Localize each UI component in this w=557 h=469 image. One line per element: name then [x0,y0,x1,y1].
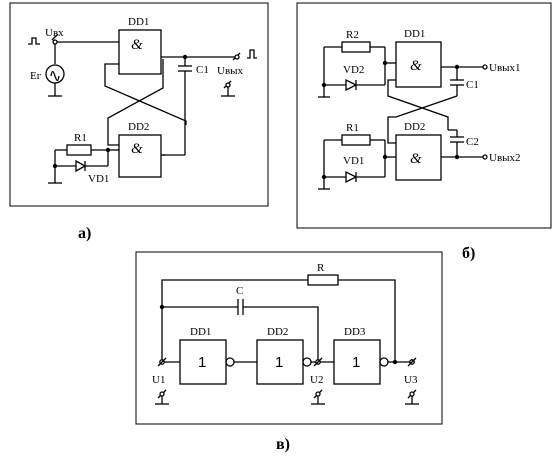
wire-b-cross-2 [387,95,458,144]
capacitor-b-c1-label: C1 [466,79,479,91]
gate-b-dd2-label: DD2 [404,121,425,133]
node-u2-label: U2 [310,374,323,386]
gate-c-dd2-inverter [302,357,312,367]
panel-b-caption: б) [462,245,475,262]
resistor-r2-label: R2 [346,29,359,41]
node-u3-label: U3 [404,374,418,386]
gate-c-dd1-symbol: 1 [198,354,206,371]
output2-terminal [482,154,488,160]
input-label: Uвх [45,27,64,39]
diode-b-vd1 [345,170,358,184]
resistor-b-r1 [341,134,371,146]
diode-vd1-label: VD1 [88,173,109,185]
diode-vd2 [345,78,358,92]
gate-dd2 [118,134,162,178]
ground-a-out-terminal [225,82,231,88]
ground-u3-terminal [409,391,415,397]
gate-b-dd1-symbol: & [410,58,422,74]
panel-c-caption: в) [276,436,290,453]
gate-dd1-label: DD1 [128,16,149,28]
ground-u2-terminal [315,391,321,397]
panel-a: Uвх Eг DD1 & C1 Uвых [9,2,269,242]
output-terminal [234,54,240,60]
diode-vd2-label: VD2 [343,64,364,76]
input-terminal [52,39,58,45]
panel-b-frame [296,2,552,229]
wire-cross-1 [104,63,187,125]
gate-c-dd2-symbol: 1 [275,354,283,371]
wire-r-left [161,279,308,362]
gate-c-dd1-label: DD1 [190,326,211,338]
resistor-c-r-label: R [317,262,325,274]
ground-u1-terminal [159,391,165,397]
input-pulse-symbol [28,37,40,45]
gate-c-dd2 [256,339,304,385]
gate-c-dd3-symbol: 1 [352,354,360,371]
resistor-r1 [66,144,92,156]
node-u2-mark [313,357,323,367]
gate-dd2-label: DD2 [128,121,149,133]
wire-b-cross-1 [387,79,449,130]
output-pulse-symbol [247,49,257,59]
wire-cross-2 [107,59,164,146]
resistor-c-r [307,274,339,286]
junction-c-left [159,304,165,310]
node-u1-label: U1 [152,374,165,386]
capacitor-c1-label: C1 [196,64,209,76]
gate-c-dd3-inverter [379,357,389,367]
resistor-r2 [341,41,371,53]
gate-dd2-symbol: & [131,141,143,157]
resistor-r1-label: R1 [74,132,87,144]
gate-b-dd2-symbol: & [410,151,422,167]
panel-b: R2 VD2 DD1 & C1 Uвых1 R1 [296,2,552,262]
resistor-b-r1-label: R1 [346,122,359,134]
source-wave [50,70,60,82]
output2-label: Uвых2 [489,152,521,164]
gate-c-dd1-inverter [225,357,235,367]
junction-r-right [392,359,398,365]
node-u1-mark [157,357,167,367]
gate-b-dd1 [395,41,442,88]
output1-label: Uвых1 [489,62,521,74]
source-symbol [45,64,65,84]
source-label: Eг [30,70,42,82]
wire-c-right [243,306,319,362]
gate-c-dd3 [333,339,381,385]
panel-c: R C U1 DD1 1 DD2 1 U2 [135,251,443,453]
capacitor-b-c2-label: C2 [466,136,479,148]
junction-c2-b [454,154,460,160]
gate-c-dd3-label: DD3 [344,326,366,338]
capacitor-c-label: C [236,285,243,297]
gate-c-dd1 [179,339,227,385]
gate-b-dd1-label: DD1 [404,28,425,40]
output-label: Uвых [217,65,244,77]
gate-dd1-symbol: & [131,37,143,53]
gate-c-dd2-label: DD2 [267,326,288,338]
panel-a-frame [9,2,269,207]
diode-b-vd1-label: VD1 [343,155,364,167]
wire-r-right [338,279,396,362]
panel-a-caption: а) [78,225,91,242]
gate-dd1 [118,29,162,75]
input-terminal-mark [51,33,59,41]
panel-c-frame [135,251,443,425]
gate-b-dd2 [395,134,442,181]
node-u3-mark [407,357,417,367]
output1-terminal [482,64,488,70]
diode-vd1 [75,159,87,173]
